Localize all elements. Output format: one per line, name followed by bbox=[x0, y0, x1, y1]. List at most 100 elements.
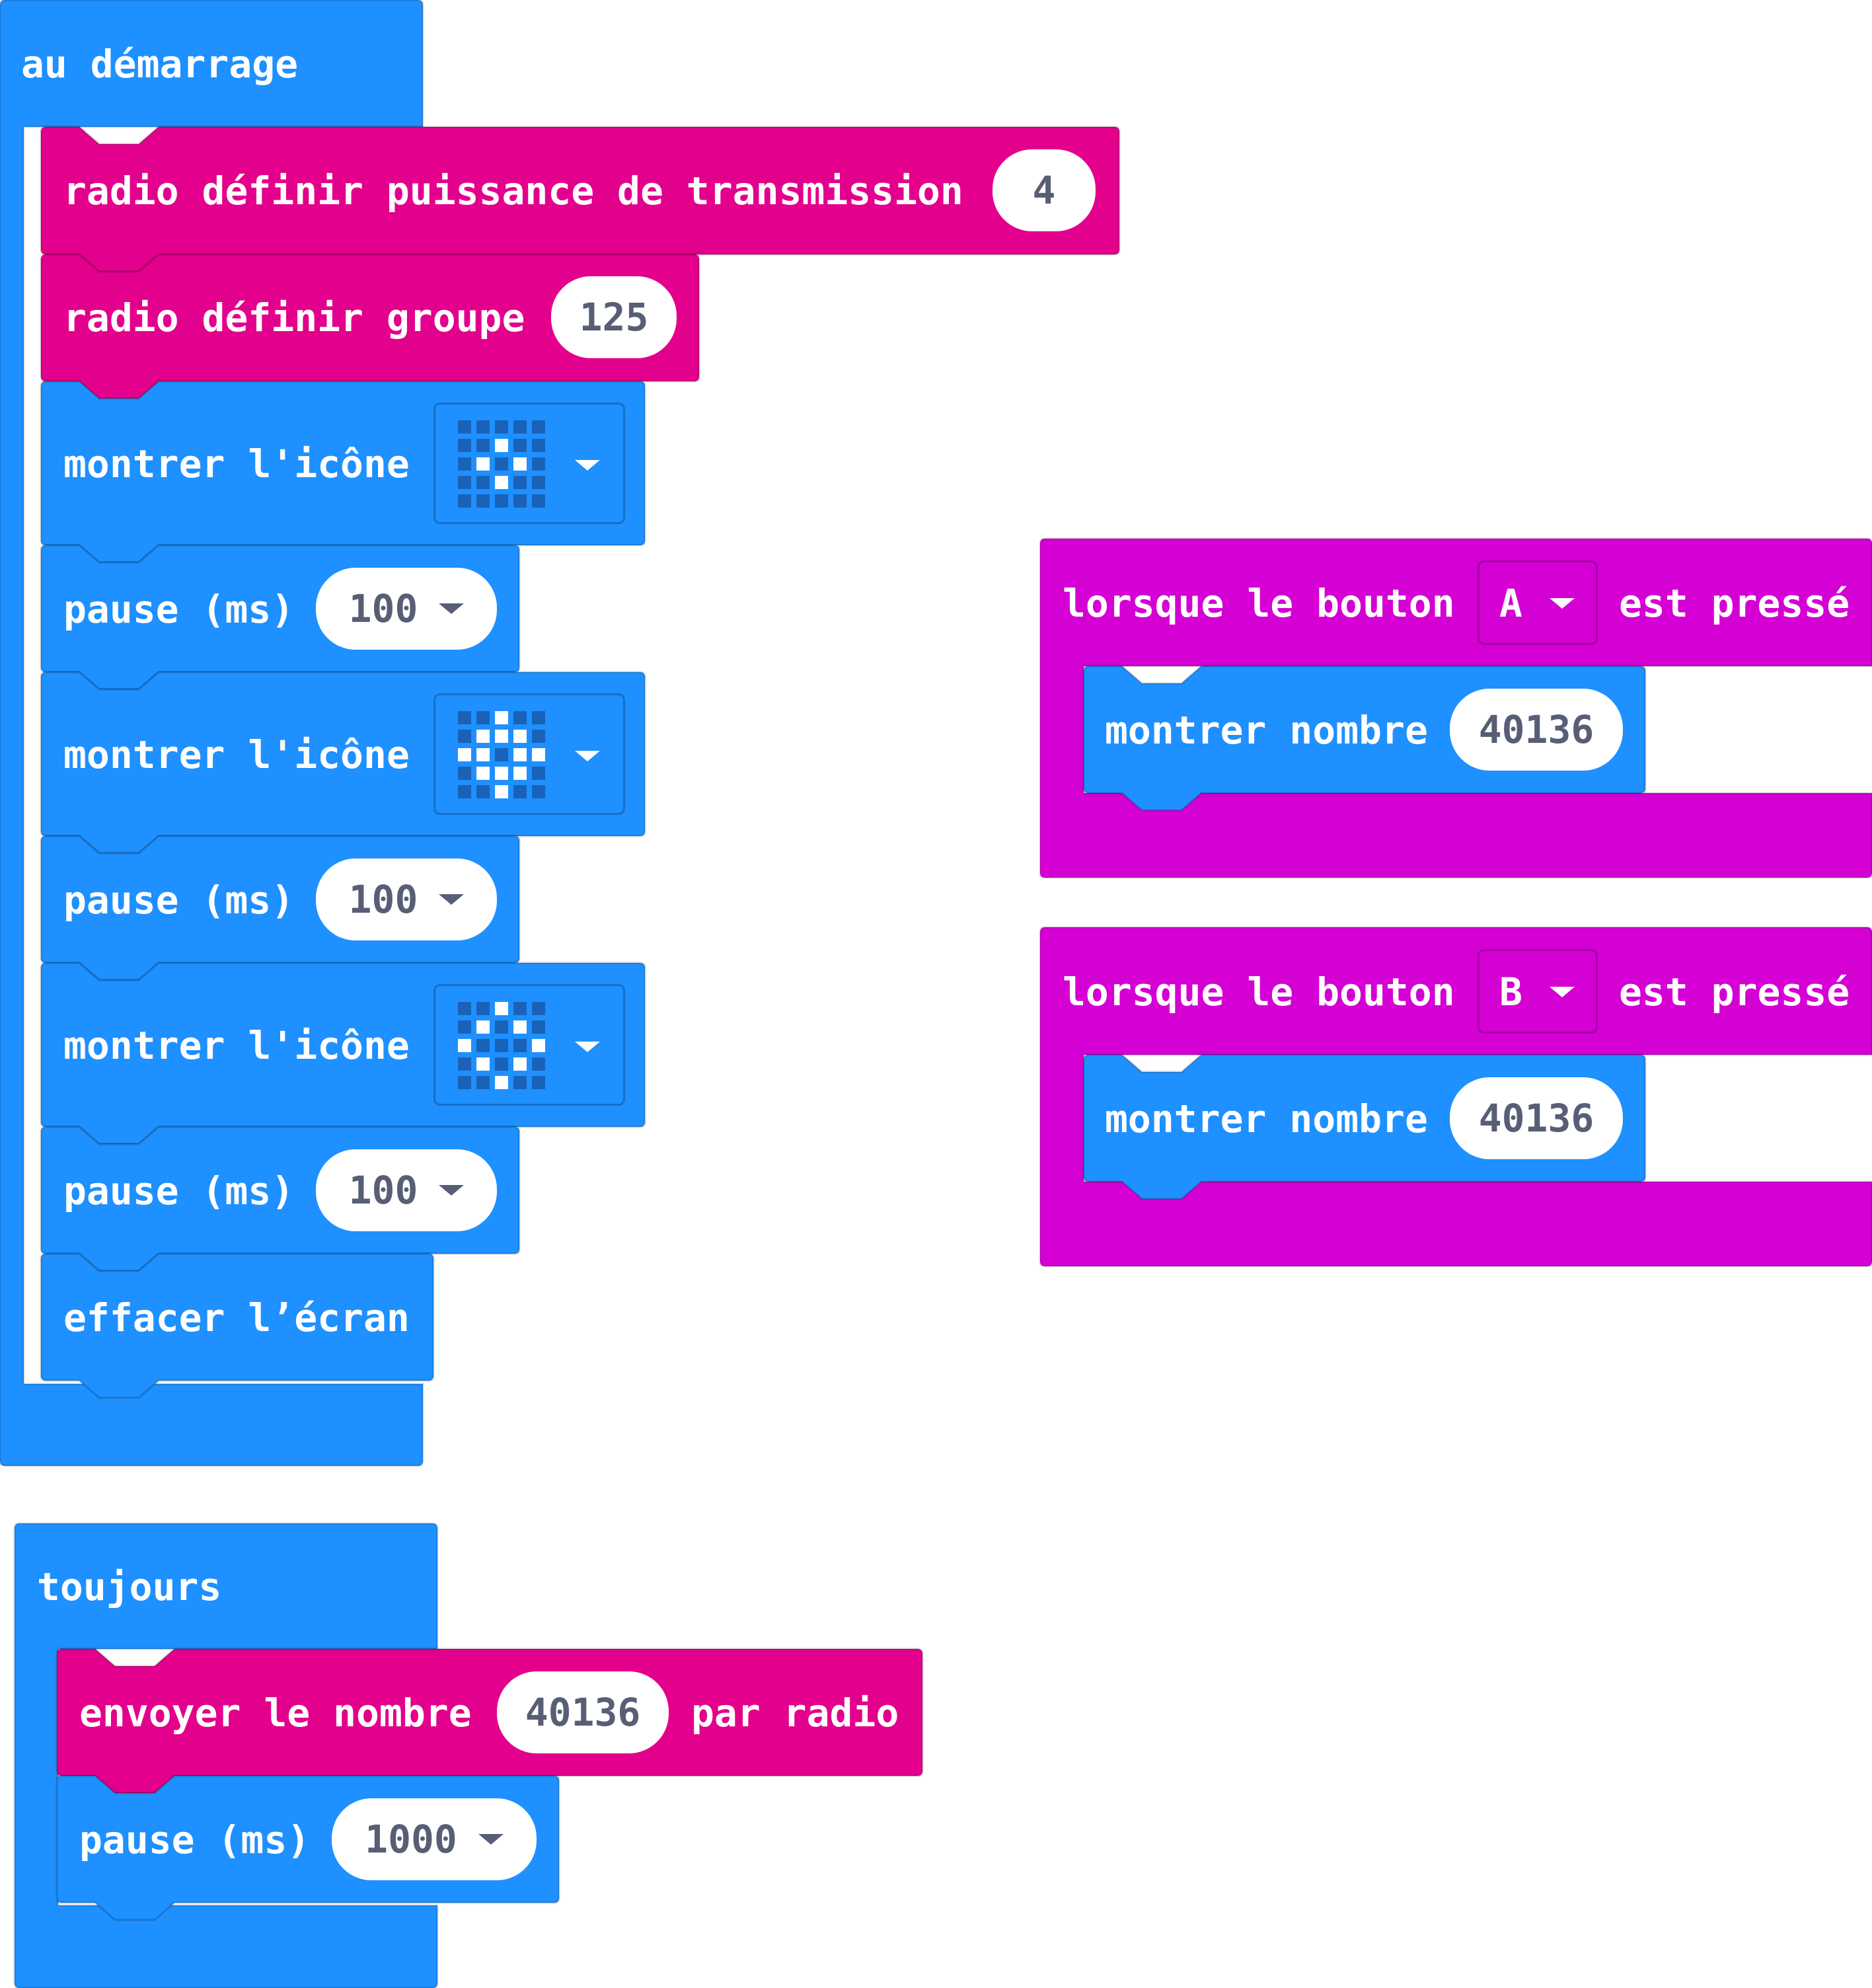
icon-dropdown-2[interactable] bbox=[433, 693, 625, 815]
led-cell bbox=[458, 748, 471, 761]
pause-label[interactable]: pause (ms) bbox=[79, 1817, 311, 1862]
chevron-down-icon bbox=[478, 1834, 504, 1845]
led-cell bbox=[476, 1002, 490, 1015]
button-b-prefix[interactable]: lorsque le bouton bbox=[1063, 970, 1455, 1014]
button-a-value: A bbox=[1499, 581, 1522, 626]
button-a-number-input[interactable]: 40136 bbox=[1450, 689, 1623, 771]
led-grid-2 bbox=[458, 711, 545, 798]
led-cell bbox=[495, 1039, 508, 1052]
led-cell bbox=[513, 730, 527, 743]
led-cell bbox=[476, 711, 490, 724]
led-cell bbox=[513, 1076, 527, 1089]
led-cell bbox=[476, 767, 490, 780]
led-cell bbox=[532, 748, 545, 761]
led-cell bbox=[476, 748, 490, 761]
led-cell bbox=[458, 785, 471, 798]
send-number-label[interactable]: envoyer le nombre bbox=[79, 1691, 472, 1736]
led-grid-1 bbox=[458, 420, 545, 508]
led-cell bbox=[458, 494, 471, 508]
chevron-down-icon bbox=[1550, 598, 1575, 609]
led-cell bbox=[532, 1076, 545, 1089]
transmit-power-input[interactable]: 4 bbox=[992, 149, 1096, 231]
button-b-dropdown[interactable]: B bbox=[1478, 949, 1598, 1034]
led-cell bbox=[458, 711, 471, 724]
led-cell bbox=[476, 730, 490, 743]
button-a-prefix[interactable]: lorsque le bouton bbox=[1063, 581, 1455, 626]
forever-label[interactable]: toujours bbox=[37, 1564, 222, 1609]
chevron-down-icon bbox=[1550, 987, 1575, 997]
pause-value: 100 bbox=[348, 586, 418, 631]
led-cell bbox=[513, 1002, 527, 1015]
show-number-label[interactable]: montrer nombre bbox=[1105, 1096, 1428, 1141]
led-cell bbox=[513, 711, 527, 724]
led-cell bbox=[476, 439, 490, 452]
on-start-label[interactable]: au démarrage bbox=[21, 42, 299, 87]
led-cell bbox=[513, 767, 527, 780]
led-cell bbox=[513, 785, 527, 798]
led-cell bbox=[495, 767, 508, 780]
led-cell bbox=[495, 1020, 508, 1034]
led-cell bbox=[513, 420, 527, 434]
forever-pause-input[interactable]: 1000 bbox=[332, 1798, 537, 1880]
led-cell bbox=[495, 476, 508, 489]
led-cell bbox=[458, 439, 471, 452]
set-group-input[interactable]: 125 bbox=[551, 276, 677, 358]
led-cell bbox=[532, 457, 545, 471]
led-cell bbox=[495, 420, 508, 434]
led-cell bbox=[458, 1076, 471, 1089]
led-cell bbox=[458, 1002, 471, 1015]
led-cell bbox=[513, 494, 527, 508]
show-icon-label[interactable]: montrer l'icône bbox=[63, 441, 410, 486]
pause-label[interactable]: pause (ms) bbox=[63, 587, 295, 632]
pause-label[interactable]: pause (ms) bbox=[63, 1168, 295, 1213]
chevron-down-icon bbox=[575, 1042, 600, 1052]
on-start-block bbox=[0, 0, 424, 1467]
button-a-dropdown[interactable]: A bbox=[1478, 560, 1598, 645]
led-cell bbox=[476, 476, 490, 489]
pause-input-2[interactable]: 100 bbox=[316, 859, 497, 940]
pause-value: 1000 bbox=[365, 1817, 457, 1862]
chevron-down-icon bbox=[439, 894, 465, 905]
led-cell bbox=[513, 1020, 527, 1034]
led-cell bbox=[532, 494, 545, 508]
led-cell bbox=[458, 1057, 471, 1071]
led-cell bbox=[476, 785, 490, 798]
icon-dropdown-3[interactable] bbox=[433, 984, 625, 1106]
led-cell bbox=[495, 730, 508, 743]
led-cell bbox=[476, 1039, 490, 1052]
led-cell bbox=[476, 1057, 490, 1071]
led-cell bbox=[513, 476, 527, 489]
led-cell bbox=[495, 1002, 508, 1015]
led-cell bbox=[513, 748, 527, 761]
led-cell bbox=[458, 476, 471, 489]
led-cell bbox=[532, 420, 545, 434]
pause-label[interactable]: pause (ms) bbox=[63, 878, 295, 923]
led-cell bbox=[495, 1076, 508, 1089]
led-cell bbox=[495, 785, 508, 798]
button-b-number-input[interactable]: 40136 bbox=[1450, 1077, 1623, 1159]
button-b-suffix: est pressé bbox=[1619, 970, 1850, 1014]
led-cell bbox=[532, 1002, 545, 1015]
led-cell bbox=[532, 439, 545, 452]
transmit-power-label[interactable]: radio définir puissance de transmission bbox=[63, 169, 963, 213]
set-group-label[interactable]: radio définir groupe bbox=[63, 295, 525, 340]
led-cell bbox=[532, 1039, 545, 1052]
clear-screen-label[interactable]: effacer l’écran bbox=[63, 1295, 410, 1340]
send-number-input[interactable]: 40136 bbox=[497, 1671, 669, 1753]
led-cell bbox=[476, 1020, 490, 1034]
pause-input-1[interactable]: 100 bbox=[316, 568, 497, 650]
led-cell bbox=[532, 767, 545, 780]
led-cell bbox=[458, 420, 471, 434]
icon-dropdown-1[interactable] bbox=[433, 402, 625, 524]
show-icon-label[interactable]: montrer l'icône bbox=[63, 732, 410, 777]
led-cell bbox=[495, 439, 508, 452]
show-icon-label[interactable]: montrer l'icône bbox=[63, 1023, 410, 1068]
pause-input-3[interactable]: 100 bbox=[316, 1149, 497, 1231]
show-number-label[interactable]: montrer nombre bbox=[1105, 708, 1428, 753]
chevron-down-icon bbox=[439, 1185, 465, 1196]
led-cell bbox=[513, 439, 527, 452]
led-cell bbox=[458, 767, 471, 780]
led-cell bbox=[495, 494, 508, 508]
led-cell bbox=[532, 1057, 545, 1071]
led-cell bbox=[495, 457, 508, 471]
